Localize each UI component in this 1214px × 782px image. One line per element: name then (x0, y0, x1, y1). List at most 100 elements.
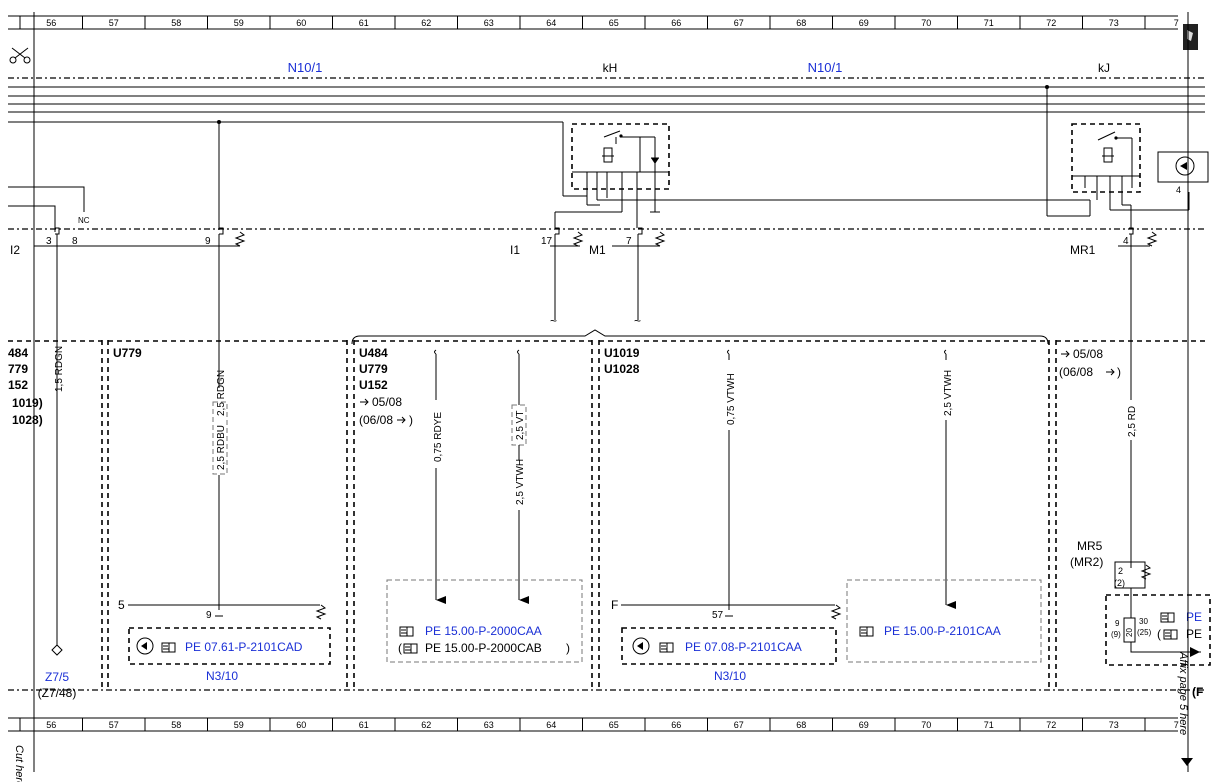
svg-text:2,5 RDGN: 2,5 RDGN (216, 370, 227, 416)
label-5: 5 (118, 598, 125, 612)
grid-number: 71 (984, 720, 994, 730)
svg-text:1028): 1028) (12, 413, 43, 427)
grid-number: 57 (109, 720, 119, 730)
grid-number: 61 (359, 18, 369, 28)
relay-kj (1071, 123, 1190, 228)
grid-number: 66 (671, 720, 681, 730)
svg-text:(06/08: (06/08 (1059, 365, 1093, 379)
svg-text:U152: U152 (359, 378, 388, 392)
variant-codes-col3: U484 U779 U152 05/08 (06/08 ) (359, 346, 413, 427)
svg-text:): ) (1117, 365, 1121, 379)
grid-number: 60 (296, 18, 306, 28)
svg-text:05/08: 05/08 (1073, 347, 1103, 361)
grid-number: 73 (1109, 720, 1119, 730)
connector-mr1: MR1 (1070, 243, 1096, 257)
pin-7: 7 (626, 236, 632, 247)
svg-text:2,5 VTWH: 2,5 VTWH (943, 370, 954, 416)
grid-number: 64 (546, 720, 556, 730)
svg-text:(9): (9) (1111, 630, 1121, 639)
svg-text:U1028: U1028 (604, 362, 640, 376)
connector-mr5: MR5 (1077, 539, 1103, 553)
svg-text:20: 20 (1125, 628, 1134, 637)
svg-text:2,5 VTWH: 2,5 VTWH (515, 459, 526, 505)
grid-number: 67 (734, 720, 744, 730)
grid-number: 72 (1046, 720, 1056, 730)
grey-ref-box-2 (846, 579, 1042, 663)
svg-text:30: 30 (1139, 617, 1148, 626)
ref-link-7[interactable]: PE (1186, 627, 1202, 641)
z7-5-label: Z7/5 (45, 670, 69, 684)
pin-nc: NC (78, 216, 90, 225)
pin-57: 57 (712, 610, 724, 621)
grid-number: 56 (46, 18, 56, 28)
grid-number: 63 (484, 720, 494, 730)
svg-text:(06/08: (06/08 (359, 413, 393, 427)
svg-text:0,75 VTWH: 0,75 VTWH (726, 373, 737, 425)
variant-codes-col4: U1019 U1028 (604, 346, 640, 376)
svg-text:152: 152 (8, 378, 28, 392)
svg-text:U779: U779 (359, 362, 388, 376)
wire-labels: 1,5 RDGN 2,5 RDGN 2,5 RDBU 0,75 RDYE 2,5… (54, 346, 1138, 505)
grid-number: 72 (1046, 18, 1056, 28)
grid-number: 62 (421, 720, 431, 730)
module-label-left: N10/1 (288, 60, 323, 75)
grid-number: 59 (234, 720, 244, 730)
grid-number: 71 (984, 18, 994, 28)
arrow-wires (434, 349, 956, 610)
grid-number: 7 (1174, 720, 1179, 730)
component-box-n3-10-left (128, 627, 331, 665)
section-borders (8, 340, 1205, 691)
ref-link-2[interactable]: PE 15.00-P-2000CAA (425, 624, 542, 638)
ref-link-1[interactable]: PE 07.61-P-2101CAD (185, 640, 303, 654)
grid-number: 70 (921, 720, 931, 730)
pin-9-n3: 9 (206, 610, 212, 621)
grid-number: 65 (609, 18, 619, 28)
svg-text:(: ( (398, 641, 402, 655)
svg-text:1019): 1019) (12, 396, 43, 410)
bus-lines (8, 86, 1205, 196)
grid-number: 63 (484, 18, 494, 28)
grid-number: 62 (421, 18, 431, 28)
main-wires (56, 85, 1132, 645)
grid-number: 7 (1174, 18, 1179, 28)
ref-link-6[interactable]: PE (1186, 610, 1202, 624)
grid-number: 58 (171, 18, 181, 28)
svg-text:1,5 RDGN: 1,5 RDGN (54, 346, 65, 392)
pin-4: 4 (1123, 236, 1129, 247)
sensor-icon (136, 637, 154, 655)
grid-number: 65 (609, 720, 619, 730)
ref-link-5[interactable]: PE 15.00-P-2101CAA (884, 624, 1001, 638)
grid-number: 61 (359, 720, 369, 730)
variant-codes-col2: U779 (113, 346, 142, 360)
connector-m1: M1 (589, 243, 606, 257)
affix-label: Affix page 5 here (1177, 651, 1189, 735)
tool-icon[interactable] (1183, 24, 1198, 50)
ref-link-4[interactable]: PE 07.08-P-2101CAA (685, 640, 802, 654)
z7-48-label: (Z7/48) (38, 686, 77, 700)
svg-text:(25): (25) (1137, 628, 1152, 637)
grid-number: 59 (234, 18, 244, 28)
component-box-right (1105, 594, 1211, 666)
scissors-icon[interactable] (9, 47, 31, 64)
pin-8: 8 (72, 236, 78, 247)
grid-number: 73 (1109, 18, 1119, 28)
label-paren-f: (F (1192, 685, 1203, 699)
svg-text:(2): (2) (1114, 578, 1125, 588)
connector-i2: I2 (10, 243, 20, 257)
grid-number: 68 (796, 18, 806, 28)
cut-here-label: Cut here (13, 745, 25, 782)
arrow-right-icon (360, 398, 369, 406)
svg-text:~: ~ (550, 314, 557, 328)
label-f: F (611, 598, 618, 612)
grid-number: 57 (109, 18, 119, 28)
ref-link-3[interactable]: PE 15.00-P-2000CAB (425, 641, 542, 655)
svg-text:2,5 RDBU: 2,5 RDBU (216, 425, 227, 470)
junction-z7 (51, 644, 63, 656)
svg-text:): ) (566, 641, 570, 655)
svg-text:484: 484 (8, 346, 28, 360)
svg-text:U484: U484 (359, 346, 388, 360)
relay-kh (554, 123, 1090, 228)
pin-3: 3 (46, 236, 52, 247)
